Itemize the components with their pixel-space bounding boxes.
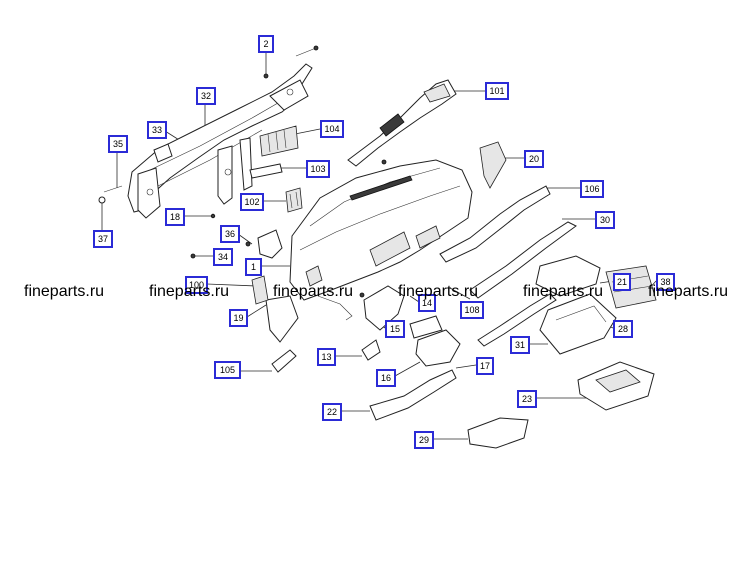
instrument-panel-main <box>289 159 473 321</box>
watermark: fineparts.ru <box>523 283 604 300</box>
callout-2[interactable]: 2 <box>258 35 274 53</box>
callout-105[interactable]: 105 <box>214 361 241 379</box>
part-30-trim <box>469 221 577 299</box>
callout-19[interactable]: 19 <box>229 309 248 327</box>
watermark: fineparts.ru <box>149 283 230 300</box>
callout-104[interactable]: 104 <box>320 120 344 138</box>
lower-tray <box>577 361 655 411</box>
callout-32[interactable]: 32 <box>196 87 216 105</box>
callout-34[interactable]: 34 <box>213 248 233 266</box>
callout-15[interactable]: 15 <box>385 320 405 338</box>
callout-20[interactable]: 20 <box>524 150 544 168</box>
callout-17[interactable]: 17 <box>476 357 494 375</box>
watermark: fineparts.ru <box>24 283 105 300</box>
watermark: fineparts.ru <box>648 283 729 300</box>
part-100-left-vent <box>251 275 269 305</box>
part-105-trim <box>271 349 297 373</box>
leader-lines <box>101 51 657 440</box>
callout-18[interactable]: 18 <box>165 208 185 226</box>
defroster-duct <box>347 79 457 167</box>
callout-30[interactable]: 30 <box>595 211 615 229</box>
callout-37[interactable]: 37 <box>93 230 113 248</box>
part-15-cluster-hood <box>363 285 405 331</box>
part-106-long-trim <box>439 185 551 263</box>
callout-35[interactable]: 35 <box>108 135 128 153</box>
callout-101[interactable]: 101 <box>485 82 509 100</box>
part-19-end-panel <box>265 295 299 343</box>
cluster-trim <box>409 315 461 367</box>
callout-36[interactable]: 36 <box>220 225 240 243</box>
callout-22[interactable]: 22 <box>322 403 342 421</box>
watermark: fineparts.ru <box>273 283 354 300</box>
watermark: fineparts.ru <box>398 283 479 300</box>
callout-33[interactable]: 33 <box>147 121 167 139</box>
part-22-lower-cover <box>369 369 457 421</box>
callout-14[interactable]: 14 <box>418 294 436 312</box>
fasteners <box>190 159 387 298</box>
crossmember-beam <box>98 45 319 219</box>
callout-103[interactable]: 103 <box>306 160 330 178</box>
callout-16[interactable]: 16 <box>376 369 396 387</box>
callout-23[interactable]: 23 <box>517 390 537 408</box>
callout-13[interactable]: 13 <box>317 348 336 366</box>
part-36-bracket <box>257 229 283 259</box>
callout-102[interactable]: 102 <box>240 193 264 211</box>
callout-29[interactable]: 29 <box>414 431 434 449</box>
callout-108[interactable]: 108 <box>460 301 484 319</box>
glove-box <box>539 293 617 355</box>
callout-106[interactable]: 106 <box>580 180 604 198</box>
callout-21[interactable]: 21 <box>613 273 631 291</box>
callout-31[interactable]: 31 <box>510 336 530 354</box>
part-29-console <box>467 417 529 449</box>
part-20-side-trim <box>479 141 507 189</box>
callout-28[interactable]: 28 <box>613 320 633 338</box>
part-13-bracket <box>361 339 381 361</box>
center-vents <box>249 125 303 213</box>
part-31-rail <box>477 293 557 347</box>
callout-100[interactable]: 100 <box>185 276 208 294</box>
callout-38[interactable]: 38 <box>656 273 675 291</box>
callout-1[interactable]: 1 <box>245 258 262 276</box>
